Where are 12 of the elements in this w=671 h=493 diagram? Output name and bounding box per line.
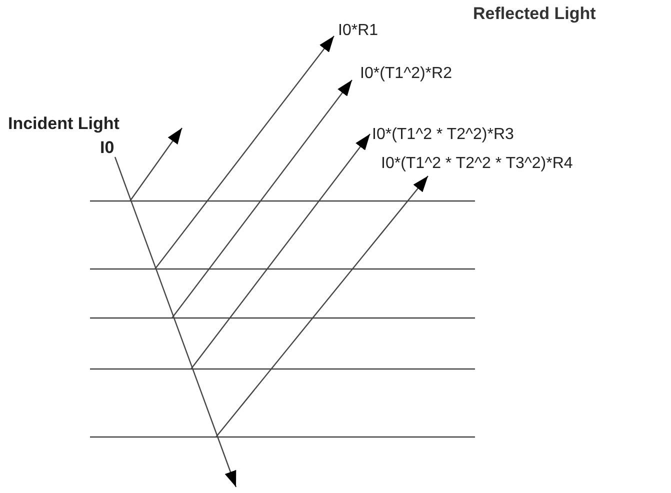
reflected-ray-arrow	[190, 134, 370, 370]
reflected-ray-arrow	[154, 36, 334, 270]
incident-ray-arrow	[114, 156, 237, 488]
reflected-ray-arrow	[172, 80, 352, 318]
ray-label: Incident Light	[8, 113, 120, 135]
reflected-intensity-label: I0*(T1^2 * T2^2 * T3^2)*R4	[381, 155, 573, 173]
reflected-intensity-label: I0*(T1^2)*R2	[360, 65, 452, 83]
reflected-ray-arrow	[216, 176, 428, 438]
reflected-intensity-label: I0*(T1^2 * T2^2)*R3	[372, 126, 514, 144]
heading: Reflected Light	[473, 4, 596, 24]
ray-label: I0	[99, 137, 116, 159]
reflected-intensity-label: I0*R1	[338, 22, 378, 40]
